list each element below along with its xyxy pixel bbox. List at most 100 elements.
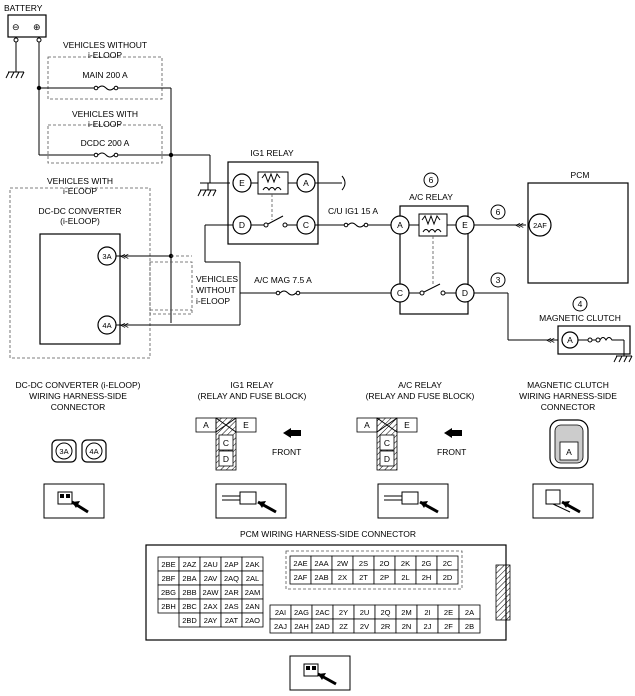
mc-connector-shape [549,419,589,469]
ac-mag-fuse-label: A/C MAG 7.5 A [254,275,312,285]
cu-ig1-fuse-icon [343,222,369,228]
battery-minus: ⊖ [12,22,20,32]
pcm-pin-label: 2BE [161,560,175,569]
pcm-pin-label: 2H [422,573,432,582]
pcm-pin-label: 2F [444,622,453,631]
main-fuse-label: MAIN 200 A [82,70,128,80]
circled-number [490,204,506,220]
pcm-pin-label: 2L [401,573,409,582]
terminal-4a: 4A [102,321,111,330]
ac-terminal-c: C [397,288,403,298]
pcm-pin-label: 2AU [203,560,218,569]
battery-symbol [7,14,47,38]
pcm-pin-label: 2AZ [183,560,197,569]
pcm-pin-cell [458,618,481,634]
dcdc-pin-3a: 3A [59,447,68,456]
ac-pin-e: E [404,420,410,430]
pcm-pin-label: 2AO [245,616,260,625]
connector-view-icon [377,483,449,519]
ac-terminal-d: D [462,288,468,298]
ig1-connector-label-1: IG1 RELAY [230,380,274,390]
circled-number [490,272,506,288]
pcm-pin-label: 2BC [182,602,197,611]
pcm-pin-label: 2AR [224,588,239,597]
ig1-connector-label-2: (RELAY AND FUSE BLOCK) [198,391,307,401]
pcm-pin-label: 2AM [245,588,260,597]
pcm-pin-label: 2T [359,573,368,582]
pcm-pin-label: 2B [465,622,474,631]
dcdc-pin-4a: 4A [89,447,98,456]
pcm-connector-title: PCM WIRING HARNESS-SIDE CONNECTOR [240,529,416,539]
ig1-pin-d: D [223,454,229,464]
ground-icon [197,189,217,197]
ig1-terminal-a: A [303,178,309,188]
pcm-pin-label: 2BH [161,602,176,611]
ac-pin-a: A [364,420,370,430]
pcm-pin-label: 2AP [224,560,238,569]
with-eloop-label-1: VEHICLES WITH [72,109,138,119]
ac-terminal-e: E [462,220,468,230]
mc-connector-label-1: MAGNETIC CLUTCH [527,380,609,390]
pcm-pin-label: 2C [443,559,453,568]
dcdc-fuse-icon [93,152,119,158]
with-eloop-label-2: i-ELOOP [88,119,122,129]
pcm-pin-label: 2AJ [274,622,287,631]
without-eloop-label-2: i-ELOOP [88,50,122,60]
pcm-pin-label: 2W [337,559,349,568]
ig1-relay-label: IG1 RELAY [250,148,294,158]
mc-connector-label-2: WIRING HARNESS-SIDE [519,391,617,401]
connector-view-icon [289,655,351,691]
main-fuse-icon [93,85,119,91]
magnetic-clutch-label: MAGNETIC CLUTCH [539,313,621,323]
pcm-pin-label: 2BD [182,616,197,625]
pcm-pin-label: 2I [424,608,430,617]
pcm-pin-label: 2BA [182,574,196,583]
ig1-pin-e: E [243,420,249,430]
with-eloop-label-3: VEHICLES WITH [47,176,113,186]
pcm-pin-label: 2U [360,608,370,617]
ig1-terminal-d: D [239,220,245,230]
pcm-pin-cell [241,612,264,628]
connector-view-icon [43,483,105,519]
mc-connector-label-3: CONNECTOR [541,402,596,412]
connector-view-icon [532,483,594,519]
pcm-pin-label: 2J [424,622,432,631]
battery-minus-terminal [13,37,19,43]
pcm-pin-label: 2G [421,559,431,568]
pcm-pin-cell [436,569,459,585]
connector-mark-icon: ≪ [515,220,524,230]
dcdc-connector-label-2: WIRING HARNESS-SIDE [29,391,127,401]
without-eloop-label-3: VEHICLES [196,274,238,284]
battery-label: BATTERY [4,3,43,13]
pcm-pin-label: 2AD [315,622,330,631]
without-eloop-label-5: i-ELOOP [196,296,230,306]
pcm-pin-label: 2BB [182,588,196,597]
pcm-pin-label: 2S [359,559,368,568]
ac-connector-label-2: (RELAY AND FUSE BLOCK) [366,391,475,401]
battery-plus-terminal [36,37,42,43]
pcm-pin-label: 2AW [203,588,220,597]
ac-connector-label-1: A/C RELAY [398,380,442,390]
ac-front-label: FRONT [437,447,466,457]
ac-relay-number: 6 [429,175,434,185]
pcm-pin-label: 2V [360,622,369,631]
dcdc-connector-label-3: CONNECTOR [51,402,106,412]
pcm-pin-label: 2AQ [224,574,239,583]
without-eloop-label-4: WITHOUT [196,285,236,295]
pcm-pin-label: 2A [465,608,474,617]
pcm-pin-label: 2AG [294,608,309,617]
connector-view-icon [215,483,287,519]
cu-ig1-fuse-label: C/U IG1 15 A [328,206,378,216]
pcm-pin-label: 2AA [314,559,328,568]
ig1-pin-a: A [203,420,209,430]
connector-mark-icon: ≪ [120,320,129,330]
pcm-pin-label: 2Y [339,608,348,617]
pcm-pin-label: 2AY [204,616,218,625]
without-eloop-label-1: VEHICLES WITHOUT [63,40,147,50]
ac-terminal-a: A [397,220,403,230]
pcm-pin-label: 2AF [294,573,308,582]
ac-pin-d: D [384,454,390,464]
pcm-terminal-2af: 2AF [533,221,547,230]
front-arrow-icon [283,428,301,438]
